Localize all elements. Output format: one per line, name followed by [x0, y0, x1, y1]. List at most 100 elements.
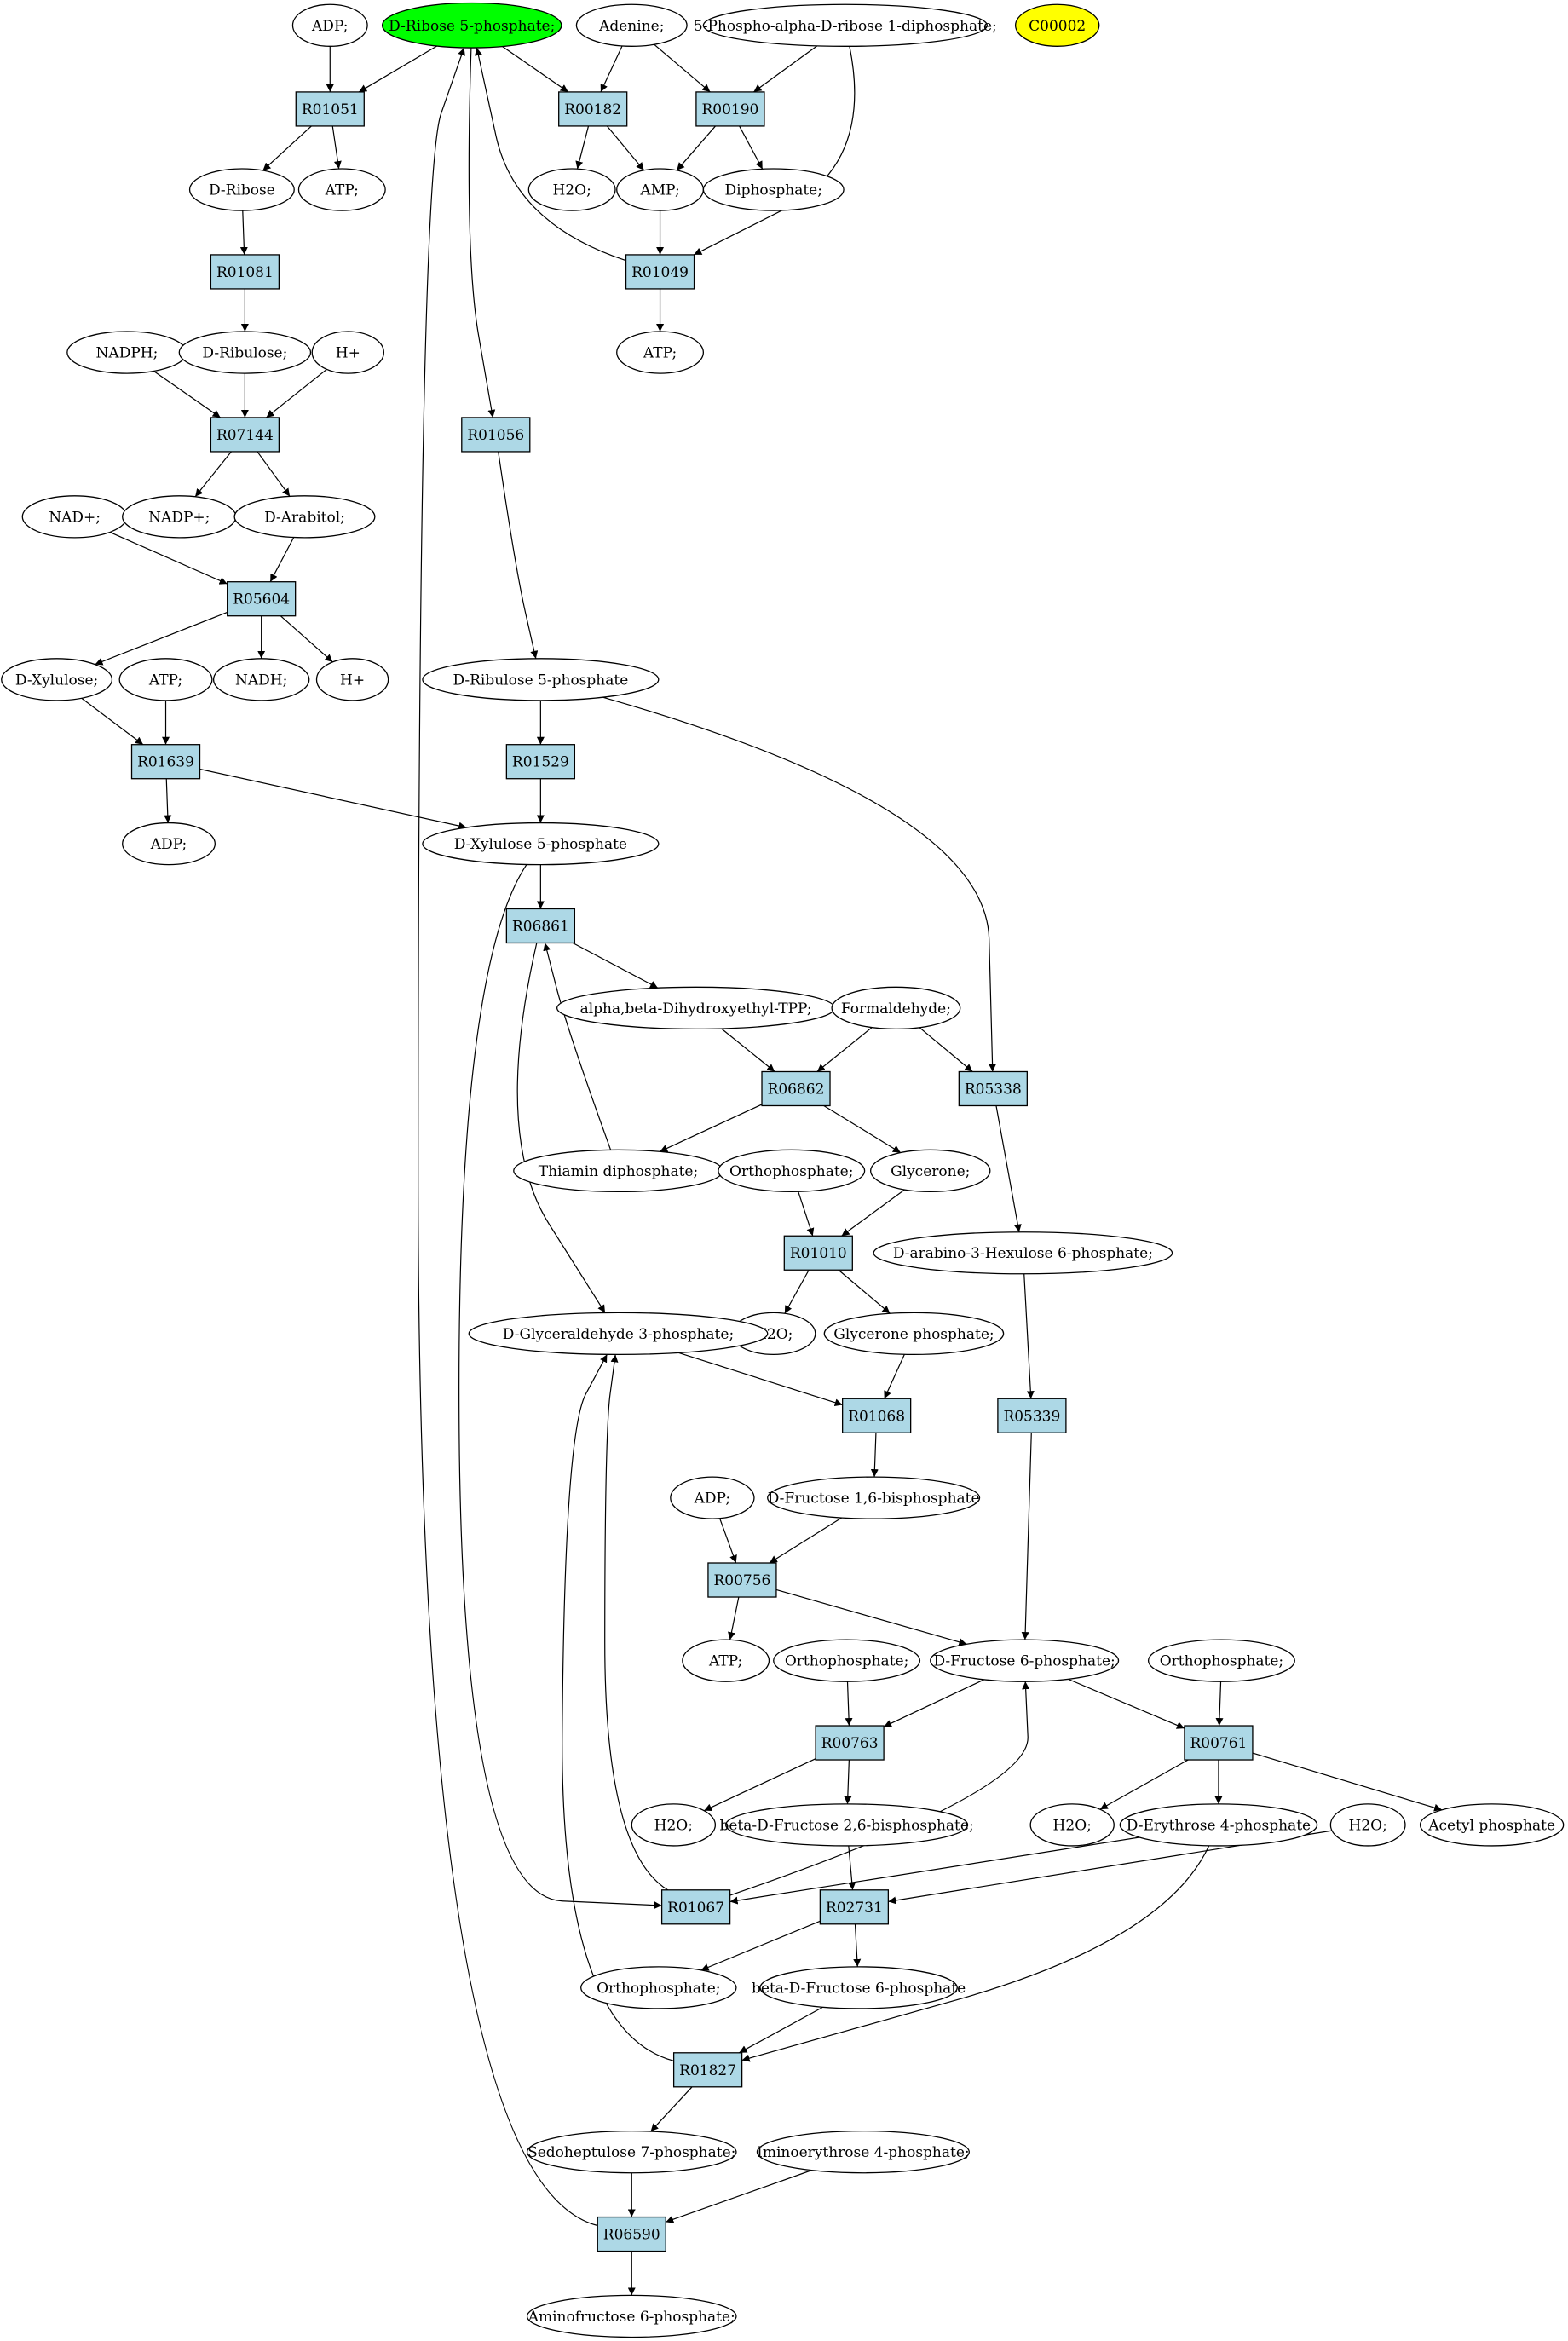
compound-ortho4[interactable]: Orthophosphate; [580, 1966, 737, 2009]
reaction-05338[interactable]: R05338 [958, 1070, 1028, 1107]
reaction-01827[interactable]: R01827 [672, 2052, 743, 2088]
compound-drib[interactable]: D-Ribose [188, 168, 295, 211]
compound-label: AMP; [639, 182, 679, 199]
compound-ellipse [526, 2130, 737, 2174]
compound-ellipse [1, 658, 113, 701]
reaction-05339[interactable]: R05339 [997, 1398, 1067, 1433]
compound-atp1[interactable]: ATP; [297, 168, 386, 211]
compound-label: Orthophosphate; [597, 1980, 720, 1997]
compound-form[interactable]: Formaldehyde; [831, 986, 961, 1030]
compound-ab[interactable]: alpha,beta-Dihydroxyethyl-TPP; [556, 986, 836, 1030]
compound-af6p[interactable]: Aminofructose 6-phosphate; [526, 2294, 737, 2338]
edge-c_f6p-to-r00761 [1068, 1678, 1185, 1729]
compound-h2o4[interactable]: H2O; [1029, 1803, 1115, 1847]
reaction-01081[interactable]: R01081 [210, 254, 280, 290]
compound-atp4[interactable]: ATP; [682, 1639, 770, 1682]
edge-r01051-to-c_atp1 [331, 125, 342, 170]
edge-c_gp-to-r01068 [884, 1354, 905, 1399]
edge-c_g3p-to-r01068 [677, 1352, 843, 1407]
reaction-00763[interactable]: R00763 [815, 1725, 885, 1761]
compound-ellipse [311, 331, 385, 374]
compound-nadp[interactable]: NADP+; [122, 495, 237, 539]
compound-amp[interactable]: AMP; [616, 168, 705, 211]
compound-label: ATP; [643, 345, 677, 362]
compound-nadph[interactable]: NADPH; [66, 331, 187, 374]
edge-r00763-to-c_h2o3 [703, 1758, 816, 1812]
edge-r01010-to-c_h2o2 [784, 1269, 810, 1314]
edge-c_form-to-r06862 [816, 1027, 873, 1072]
compound-adp1[interactable]: ADP; [291, 3, 368, 47]
compound-bf26[interactable]: beta-D-Fructose 2,6-bisphosphate; [719, 1803, 974, 1847]
compound-h2o2[interactable]: H2O; [731, 1312, 816, 1356]
compound-g3p[interactable]: D-Glyceraldehyde 3-phosphate; [468, 1312, 769, 1356]
compound-dxyl[interactable]: D-Xylulose; [1, 658, 113, 701]
compound-adp2[interactable]: ADP; [122, 822, 216, 866]
reaction-01049[interactable]: R01049 [625, 254, 695, 290]
compound-s7p[interactable]: Sedoheptulose 7-phosphate; [526, 2130, 737, 2174]
reaction-05604[interactable]: R05604 [227, 581, 297, 617]
compound-hp2[interactable]: H+ [315, 658, 389, 701]
compound-prpp[interactable]: 5-Phospho-alpha-D-ribose 1-diphosphate; [694, 3, 997, 47]
compound-r5p[interactable]: D-Ribose 5-phosphate; [381, 2, 562, 49]
reaction-label: R00761 [1190, 1735, 1247, 1752]
reaction-box [958, 1070, 1028, 1107]
compound-hp1[interactable]: H+ [311, 331, 385, 374]
compound-acp[interactable]: Acetyl phosphate [1419, 1803, 1565, 1847]
edge-c_drib-to-r01081 [239, 210, 248, 255]
reaction-01010[interactable]: R01010 [783, 1235, 853, 1271]
compound-nadh[interactable]: NADH; [212, 658, 310, 701]
reaction-01639[interactable]: R01639 [130, 744, 201, 780]
reaction-00756[interactable]: R00756 [707, 1562, 777, 1598]
compound-fbp[interactable]: D-Fructose 1,6-bisphosphate [767, 1476, 981, 1519]
compound-adp3[interactable]: ADP; [670, 1476, 755, 1519]
reaction-01067[interactable]: R01067 [660, 1889, 731, 1925]
reaction-06862[interactable]: R06862 [761, 1070, 831, 1107]
compound-arab[interactable]: D-Arabitol; [233, 495, 376, 539]
compound-glyc[interactable]: Glycerone; [869, 1149, 991, 1193]
reaction-06590[interactable]: R06590 [597, 2216, 666, 2252]
compound-bf6p[interactable]: beta-D-Fructose 6-phosphate [752, 1966, 966, 2009]
compound-dip[interactable]: Diphosphate; [702, 168, 845, 211]
compound-ru5p[interactable]: D-Ribulose 5-phosphate [422, 658, 660, 701]
edge-r00763-to-c_bf26 [844, 1760, 852, 1804]
reaction-01529[interactable]: R01529 [505, 744, 576, 780]
compound-atp3[interactable]: ATP; [118, 658, 213, 701]
compound-nad[interactable]: NAD+; [21, 495, 128, 539]
compound-ime4p[interactable]: Iminoerythrose 4-phosphate; [756, 2130, 970, 2174]
reaction-01056[interactable]: R01056 [461, 417, 531, 453]
compound-aden[interactable]: Adenine; [575, 3, 688, 47]
compound-h2o5[interactable]: H2O; [1329, 1803, 1406, 1847]
compound-label: C00002 [1029, 18, 1086, 35]
compound-ortho2[interactable]: Orthophosphate; [773, 1639, 921, 1682]
reaction-07144[interactable]: R07144 [210, 417, 280, 453]
reaction-00190[interactable]: R00190 [695, 91, 765, 127]
compound-h2o3[interactable]: H2O; [631, 1803, 717, 1847]
compound-gp[interactable]: Glycerone phosphate; [823, 1312, 1005, 1356]
compound-ortho3[interactable]: Orthophosphate; [1147, 1639, 1295, 1682]
compound-legend[interactable]: C00002 [1014, 3, 1100, 47]
compound-thi[interactable]: Thiamin diphosphate; [513, 1149, 723, 1193]
edge-r00761-to-c_h2o4 [1099, 1759, 1189, 1810]
compound-f6p[interactable]: D-Fructose 6-phosphate; [930, 1639, 1120, 1682]
compound-label: beta-D-Fructose 2,6-bisphosphate; [719, 1817, 973, 1834]
reaction-01051[interactable]: R01051 [295, 91, 365, 127]
reaction-02731[interactable]: R02731 [819, 1889, 890, 1925]
compound-dah6p[interactable]: D-arabino-3-Hexulose 6-phosphate; [873, 1231, 1173, 1275]
reaction-00182[interactable]: R00182 [558, 91, 628, 127]
compound-e4p[interactable]: D-Erythrose 4-phosphate [1119, 1803, 1318, 1847]
compound-ortho1[interactable]: Orthophosphate; [718, 1149, 866, 1193]
compound-ellipse [315, 658, 389, 701]
compound-ellipse [580, 1966, 737, 2009]
compound-dribu[interactable]: D-Ribulose; [178, 331, 312, 374]
reaction-06861[interactable]: R06861 [505, 908, 576, 944]
reaction-00761[interactable]: R00761 [1184, 1725, 1254, 1761]
reaction-01068[interactable]: R01068 [841, 1398, 912, 1433]
edge-r00182-to-c_amp [606, 125, 645, 171]
edge-r07144-to-c_nadp [194, 451, 232, 498]
compound-h2o1[interactable]: H2O; [527, 168, 616, 211]
compound-ellipse [930, 1639, 1120, 1682]
compound-atp2[interactable]: ATP; [616, 331, 705, 374]
edge-c_prpp-to-r00190 [753, 45, 818, 93]
compound-xu5p[interactable]: D-Xylulose 5-phosphate [422, 822, 660, 866]
